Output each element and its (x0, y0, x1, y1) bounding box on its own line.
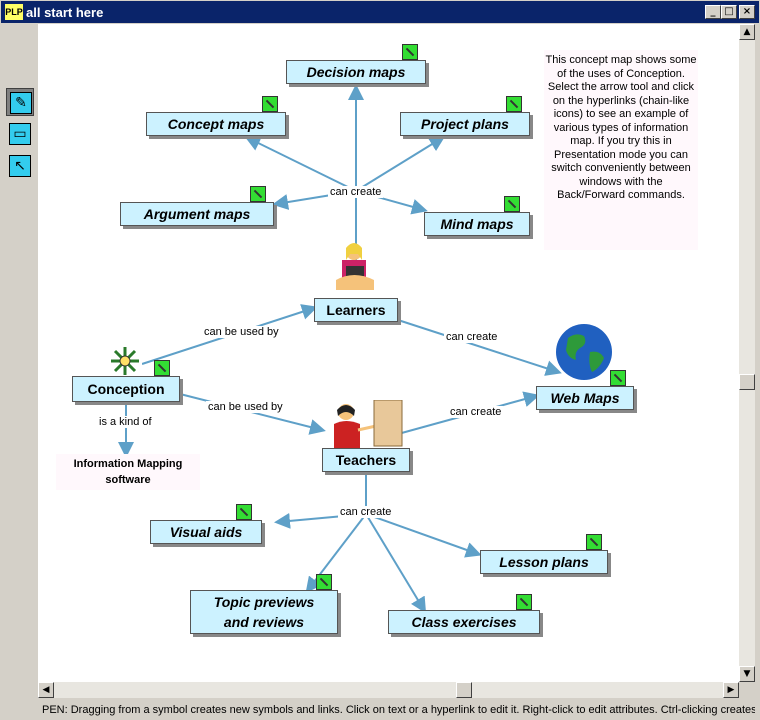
vertical-scroll-thumb[interactable] (739, 374, 755, 390)
hyperlink-chain-icon[interactable] (504, 196, 520, 212)
edge-label[interactable]: is a kind of (97, 416, 154, 428)
teacher-icon (334, 400, 403, 450)
vertical-scrollbar[interactable]: ▲ ▼ (739, 24, 755, 682)
arrow-tool[interactable]: ↖ (6, 152, 34, 180)
edge-label[interactable]: can be used by (206, 401, 285, 413)
scroll-up-arrow-icon[interactable]: ▲ (739, 24, 755, 40)
hyperlink-chain-icon[interactable] (250, 186, 266, 202)
edge-to-project (355, 135, 446, 192)
horizontal-scroll-thumb[interactable] (456, 682, 472, 698)
title-bar[interactable]: PLP all start here _ □ × (0, 0, 760, 24)
node-learners[interactable]: Learners (314, 298, 398, 322)
edge-to-concept (244, 136, 357, 192)
edge-to-class (365, 513, 427, 614)
node-teachers[interactable]: Teachers (322, 448, 410, 472)
tool-palette: ✎ ▭ ↖ (2, 24, 36, 700)
arrow-pointer-icon: ↖ (9, 155, 31, 177)
node-class-exercises[interactable]: Class exercises (388, 610, 540, 634)
node-web-maps[interactable]: Web Maps (536, 386, 634, 410)
edge-label[interactable]: can create (444, 331, 500, 343)
edge-label[interactable]: can create (338, 506, 394, 518)
pen-icon: ✎ (10, 92, 32, 114)
concept-map-canvas[interactable]: can create can be used by can create can… (38, 24, 739, 682)
scroll-left-arrow-icon[interactable]: ◀ (38, 682, 54, 698)
edge-label[interactable]: can create (448, 406, 504, 418)
node-visual-aids[interactable]: Visual aids (150, 520, 262, 544)
node-mind-maps[interactable]: Mind maps (424, 212, 530, 236)
edge-label[interactable]: can be used by (202, 326, 281, 338)
hyperlink-chain-icon[interactable] (586, 534, 602, 550)
node-project-plans[interactable]: Project plans (400, 112, 530, 136)
hyperlink-chain-icon[interactable] (316, 574, 332, 590)
hyperlink-chain-icon[interactable] (236, 504, 252, 520)
node-argument-maps[interactable]: Argument maps (120, 202, 274, 226)
edge-label[interactable]: can create (328, 186, 384, 198)
eraser-tool[interactable]: ▭ (6, 120, 34, 148)
close-button[interactable]: × (739, 5, 755, 19)
horizontal-scrollbar[interactable]: ◀ ▶ (38, 682, 739, 698)
window-title: all start here (26, 5, 104, 20)
hyperlink-chain-icon[interactable] (506, 96, 522, 112)
scroll-right-arrow-icon[interactable]: ▶ (723, 682, 739, 698)
scroll-down-arrow-icon[interactable]: ▼ (739, 666, 755, 682)
conception-logo-icon (108, 344, 142, 378)
hyperlink-chain-icon[interactable] (516, 594, 532, 610)
maximize-button[interactable]: □ (721, 5, 737, 19)
hyperlink-chain-icon[interactable] (262, 96, 278, 112)
node-topic-previews[interactable]: Topic previews and reviews (190, 590, 338, 634)
node-decision-maps[interactable]: Decision maps (286, 60, 426, 84)
minimize-button[interactable]: _ (705, 5, 721, 19)
edge-to-lesson (365, 513, 482, 558)
node-concept-maps[interactable]: Concept maps (146, 112, 286, 136)
instruction-note[interactable]: This concept map shows some of the uses … (544, 50, 698, 250)
hyperlink-chain-icon[interactable] (610, 370, 626, 386)
reading-person-icon (336, 243, 374, 290)
eraser-icon: ▭ (9, 123, 31, 145)
status-bar: PEN: Dragging from a symbol creates new … (38, 700, 755, 720)
info-box[interactable]: Information Mapping software (56, 454, 200, 490)
globe-icon (556, 324, 612, 380)
edge-learners-web (397, 319, 562, 376)
hyperlink-chain-icon[interactable] (402, 44, 418, 60)
node-lesson-plans[interactable]: Lesson plans (480, 550, 608, 574)
app-icon: PLP (5, 4, 23, 20)
hyperlink-chain-icon[interactable] (154, 360, 170, 376)
node-conception[interactable]: Conception (72, 376, 180, 402)
pen-tool[interactable]: ✎ (6, 88, 34, 116)
